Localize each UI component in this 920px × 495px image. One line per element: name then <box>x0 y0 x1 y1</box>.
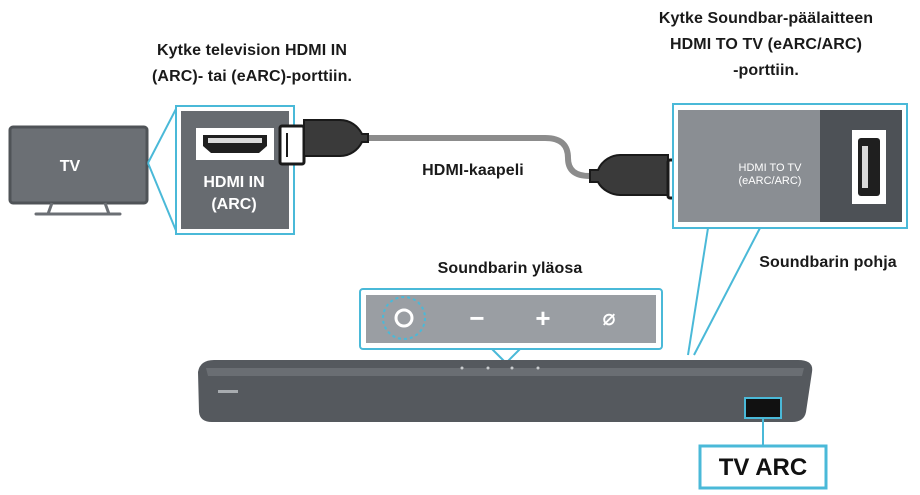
tv-port-label: HDMI IN (ARC) <box>186 172 282 216</box>
hdmi-cable <box>357 135 613 179</box>
hdmi-plug-icon <box>278 119 369 166</box>
tv-icon <box>8 125 149 216</box>
port-label-line: (ARC) <box>211 196 257 213</box>
port-label-line: (eARC/ARC) <box>738 175 802 187</box>
volume-down-button[interactable]: − <box>469 303 485 333</box>
soundbar-port-label: HDMI TO TV (eARC/ARC) <box>722 162 818 188</box>
soundbar-hdmi-callout <box>672 103 908 356</box>
port-label-line: HDMI IN <box>203 174 265 191</box>
tv-hdmi-in-instruction: Kytke television HDMI IN (ARC)- tai (eAR… <box>112 38 392 90</box>
instruction-line: Kytke television HDMI IN <box>156 42 347 59</box>
instruction-line: HDMI TO TV (eARC/ARC) <box>669 36 863 53</box>
soundbar-bottom-label: Soundbarin pohja <box>759 254 897 271</box>
tv-arc-label: TV ARC <box>718 454 808 481</box>
soundbar-hdmi-instruction: Kytke Soundbar-päälaitteen HDMI TO TV (e… <box>618 6 914 84</box>
power-button-icon[interactable] <box>382 296 426 340</box>
cable-label: HDMI-kaapeli <box>422 162 524 179</box>
soundbar-icon <box>198 360 813 446</box>
mic-off-button[interactable]: ⌀ <box>602 305 616 330</box>
instruction-line: -porttiin. <box>733 62 799 79</box>
instruction-line: Kytke Soundbar-päälaitteen <box>658 10 874 27</box>
soundbar-top-callout <box>359 288 663 364</box>
tv-label: TV <box>59 158 81 175</box>
soundbar-buttons: − + ⌀ <box>444 300 654 336</box>
port-label-line: HDMI TO TV <box>738 162 802 174</box>
tv-arc-box <box>698 444 828 490</box>
soundbar-top-label: Soundbarin yläosa <box>437 260 583 277</box>
instruction-line: (ARC)- tai (eARC)-porttiin. <box>152 68 352 85</box>
hdmi-port-icon <box>196 128 274 160</box>
volume-up-button[interactable]: + <box>535 303 551 333</box>
